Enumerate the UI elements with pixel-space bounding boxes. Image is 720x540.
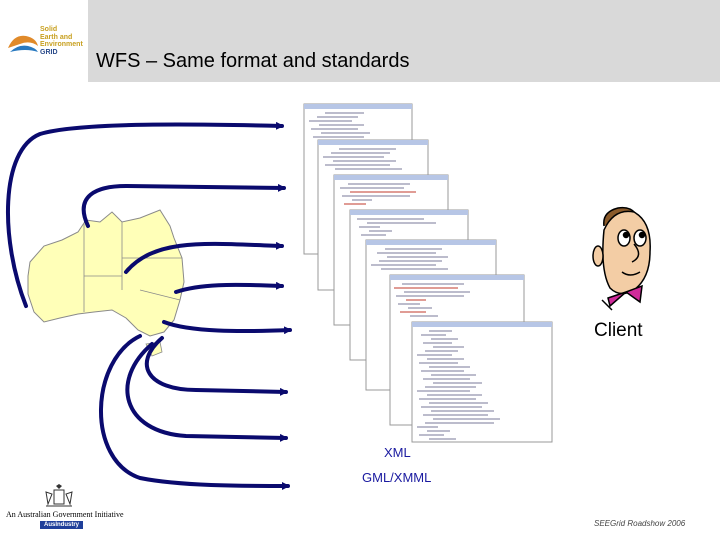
- logo-line-1: Solid: [40, 26, 58, 33]
- arrow-1: [6, 121, 284, 308]
- client-face-icon: [592, 206, 651, 311]
- government-initiative: An Australian Government Initiative AusI…: [6, 484, 124, 534]
- australia-map: [27, 209, 185, 357]
- xml-text-lines: [309, 112, 500, 440]
- header-bar: [88, 0, 720, 82]
- logo-line-4: GRID: [40, 48, 58, 56]
- ausindustry-badge: AusIndustry: [40, 521, 84, 529]
- arrow-6: [144, 336, 288, 396]
- seegrid-logo-icon: [8, 35, 38, 52]
- logo-text: Solid Earth and Environment GRID: [40, 26, 83, 56]
- arrow-3: [124, 241, 284, 274]
- xml-window: [411, 321, 553, 443]
- government-text: An Australian Government Initiative: [6, 510, 124, 519]
- logo-line-3: Environment: [40, 41, 83, 48]
- arrow-4: [174, 281, 284, 294]
- slide-title: WFS – Same format and standards: [96, 50, 410, 72]
- client-label: Client: [594, 320, 643, 341]
- logo-line-2: Earth and: [40, 33, 73, 41]
- arrow-7: [125, 342, 288, 442]
- coat-of-arms-icon: [45, 484, 73, 507]
- arrow-8: [99, 334, 290, 490]
- arrow-5: [162, 320, 292, 335]
- seegrid-logo: Solid Earth and Environment GRID: [6, 26, 86, 62]
- arrows: [6, 121, 292, 490]
- xml-label: XML: [384, 445, 411, 460]
- gml-xmml-label: GML/XMML: [362, 470, 432, 485]
- footer-text: SEEGrid Roadshow 2006: [594, 519, 686, 528]
- arrow-2: [81, 183, 286, 228]
- xml-window-stack: [303, 103, 553, 443]
